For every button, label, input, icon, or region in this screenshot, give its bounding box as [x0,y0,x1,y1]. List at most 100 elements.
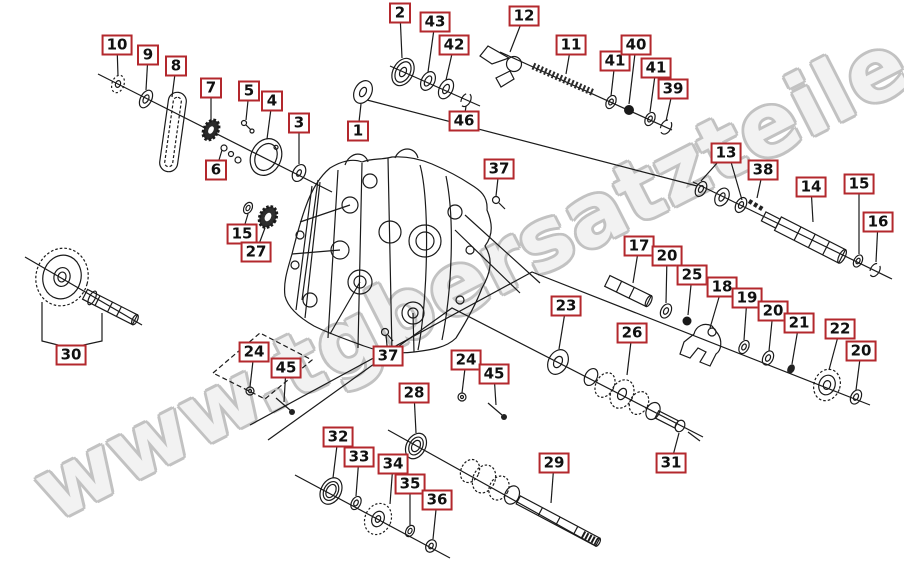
part-20-washer-c [849,389,863,405]
part-29-output-shaft [459,458,602,547]
part-1-bearing [353,80,373,104]
leader-line-17 [632,245,640,284]
leader-line-29 [550,462,555,504]
leader-line-34 [389,463,394,505]
part-41-washer-a [605,94,617,110]
part-30-primary-gear [35,247,139,326]
part-26-gear-cluster [583,367,680,429]
leader-line-43 [427,21,436,73]
part-39-circlip [659,119,673,135]
part-17-shift-shaft [603,274,653,308]
leader-line-37 [385,334,389,357]
part-10-tooth-washer [110,74,126,94]
leader-line-23 [558,305,567,350]
part-21-pin [787,364,795,374]
leader-line-40 [628,44,637,105]
part-37-bolt-top [491,195,506,210]
part-37-bolt-bottom [380,327,394,342]
part-9-washer [138,89,154,109]
leader-line-19 [743,297,748,341]
leader-line-9 [145,54,149,91]
part-16-circlip [869,262,881,278]
part-34-bevel-gear [363,502,393,536]
part-15-ring [852,254,864,268]
leader-line-27 [255,227,266,253]
part-19-washer [738,339,750,355]
part-20-washer-a [659,303,673,319]
part-18-shift-fork [679,323,722,367]
leader-line-15 [241,213,249,235]
part-6-screws [220,144,242,164]
part-28-bearing [404,432,428,460]
part-42-seal [437,78,455,100]
part-40-ball [624,105,634,115]
part-12-shift-fork [479,45,523,88]
part-5-screws [240,119,255,134]
crankcase-housing [283,148,492,354]
part-35-washer [404,524,416,538]
leader-line-20 [665,255,668,304]
leader-line-38 [756,169,764,199]
leader-line-20 [855,350,862,391]
part-33-washer [350,495,362,511]
leader-line-36 [432,499,438,540]
leader-line-20 [768,310,774,352]
part-7-pinion-gear [201,118,221,142]
leader-line-32 [332,436,339,479]
part-gasket-outline [211,332,314,400]
leader-line-5 [245,90,250,121]
leader-line-33 [355,456,360,497]
part-23-bearing [547,349,569,375]
leader-line-26 [626,332,633,376]
part-4-drive-plate [249,138,283,176]
leader-lines [116,12,879,540]
leader-line-25 [687,274,693,316]
leader-line-42 [445,44,455,81]
leader-line-12 [509,15,525,53]
guide-lines [24,51,893,559]
part-20-washer-b [761,350,775,366]
part-14-shift-drum [760,211,848,264]
part-31-nut [674,419,701,442]
leader-line-46 [463,105,467,122]
part-24-bolt-left [245,386,255,396]
part-32-bearing [319,477,343,505]
part-22-gear [813,368,841,402]
leader-line-31 [670,432,680,464]
part-13-washers [694,180,748,214]
leader-line-6 [215,149,223,171]
leader-line-1 [357,103,362,132]
part-45-screw-left [275,397,295,415]
part-3-washer [291,163,307,183]
leader-line-4 [266,100,273,140]
part-41-washer-b [644,111,656,127]
leader-line-2 [399,12,403,59]
part-25-ball [682,316,692,326]
leader-line-45 [493,373,497,406]
leader-line-18 [709,286,723,329]
part-36-nut [425,539,437,553]
leader-line-24 [461,359,467,394]
part-8-chain [159,91,187,173]
leader-line-22 [828,328,841,371]
part-45-screw-right [487,402,507,420]
part-15-washer-mid [242,201,254,215]
leader-line-41 [610,60,616,97]
leader-line-37 [495,168,500,197]
part-46-circlip [460,92,472,108]
part-43-washer [419,71,437,91]
leader-line-28 [413,392,417,434]
leader-line-16 [875,221,879,263]
leader-line-14 [810,186,814,223]
part-24-bolt-right [457,392,467,402]
leader-line-45 [283,367,287,403]
leader-line-10 [116,44,119,77]
part-38-pins [747,199,766,212]
leader-line-21 [791,322,800,365]
part-27-pinion-gear [257,205,279,229]
part-11-spring-rod [531,62,596,97]
leader-line-24 [249,351,255,388]
leader-line-11 [565,44,572,75]
